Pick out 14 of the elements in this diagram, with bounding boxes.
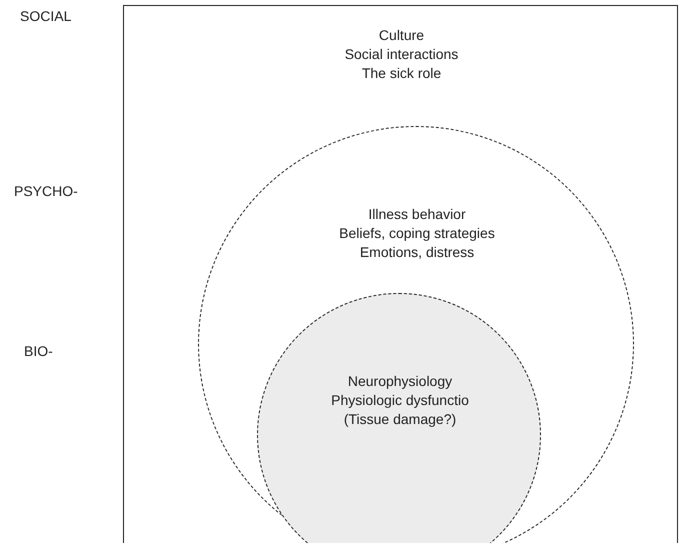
level-label: SOCIAL [20, 8, 72, 24]
level-label: BIO- [24, 343, 53, 359]
text-line: Emotions, distress [360, 243, 474, 262]
dashed-circle [198, 126, 634, 543]
text-line: (Tissue damage?) [344, 410, 456, 429]
frame-box [123, 5, 678, 543]
text-line: Neurophysiology [348, 372, 452, 391]
level-label: PSYCHO- [14, 183, 78, 199]
text-line: Illness behavior [368, 205, 466, 224]
text-line: Beliefs, coping strategies [339, 224, 495, 243]
text-line: Social interactions [344, 45, 458, 64]
text-line: Physiologic dysfunctio [331, 391, 469, 410]
text-line: The sick role [362, 64, 442, 83]
text-line: Culture [378, 26, 424, 45]
